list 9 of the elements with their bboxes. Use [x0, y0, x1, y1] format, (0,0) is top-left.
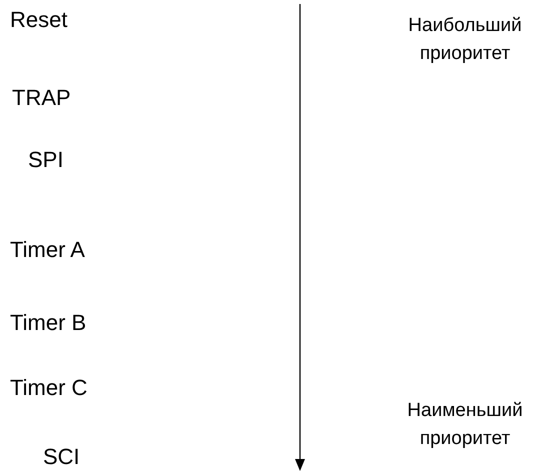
interrupt-label: Timer C — [10, 376, 88, 400]
priority-note: Наименьший приоритет — [406, 399, 524, 451]
priority-note: Наибольший приоритет — [407, 14, 523, 66]
interrupt-label: SPI — [28, 148, 64, 172]
interrupt-label: Reset — [10, 8, 68, 32]
interrupt-label: TRAP — [12, 86, 71, 110]
interrupt-label: SCI — [43, 445, 80, 469]
interrupt-label: Timer B — [10, 311, 86, 335]
interrupt-label: Timer A — [10, 238, 85, 262]
